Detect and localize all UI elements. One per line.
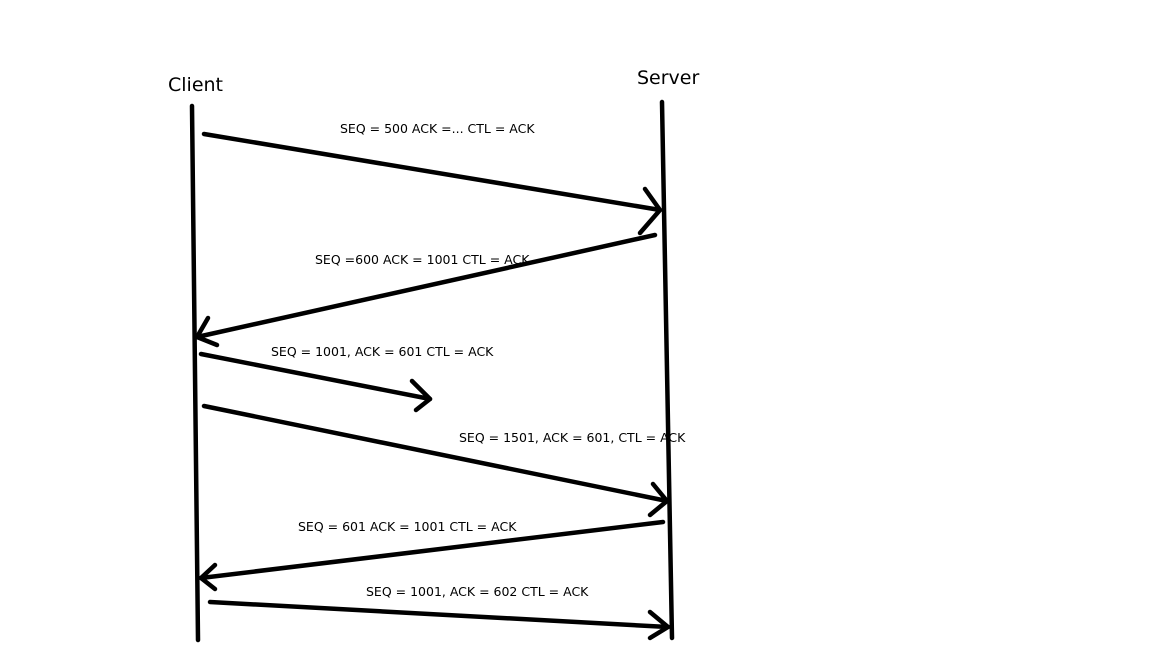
message-5: SEQ = 601 ACK = 1001 CTL = ACK <box>198 519 666 592</box>
message-1-label: SEQ = 500 ACK =... CTL = ACK <box>340 121 535 136</box>
message-6-line <box>207 599 671 630</box>
message-4-label: SEQ = 1501, ACK = 601, CTL = ACK <box>459 430 686 445</box>
server-label: Server <box>637 67 699 89</box>
message-5-label: SEQ = 601 ACK = 1001 CTL = ACK <box>298 519 517 534</box>
message-5-arrowhead <box>198 562 218 592</box>
message-2-arrowhead <box>194 315 220 348</box>
server-lifeline <box>659 99 675 641</box>
message-6-label: SEQ = 1001, ACK = 602 CTL = ACK <box>366 584 589 599</box>
client-label: Client <box>168 74 223 96</box>
message-1: SEQ = 500 ACK =... CTL = ACK <box>201 121 663 236</box>
client-lifeline <box>189 103 201 643</box>
message-3: SEQ = 1001, ACK = 601 CTL = ACK <box>198 344 494 413</box>
message-2: SEQ =600 ACK = 1001 CTL = ACK <box>194 232 658 348</box>
message-6: SEQ = 1001, ACK = 602 CTL = ACK <box>207 584 671 641</box>
message-5-line <box>198 519 666 581</box>
message-1-line <box>201 131 663 213</box>
message-2-label: SEQ =600 ACK = 1001 CTL = ACK <box>315 252 530 267</box>
message-6-arrowhead <box>647 609 671 641</box>
message-2-line <box>194 232 658 340</box>
message-3-label: SEQ = 1001, ACK = 601 CTL = ACK <box>271 344 494 359</box>
message-4-line <box>201 403 670 504</box>
message-4: SEQ = 1501, ACK = 601, CTL = ACK <box>201 403 686 518</box>
message-1-arrowhead <box>637 186 663 236</box>
message-3-arrowhead <box>409 378 433 413</box>
message-4-arrowhead <box>647 481 670 518</box>
message-3-line <box>198 351 433 402</box>
